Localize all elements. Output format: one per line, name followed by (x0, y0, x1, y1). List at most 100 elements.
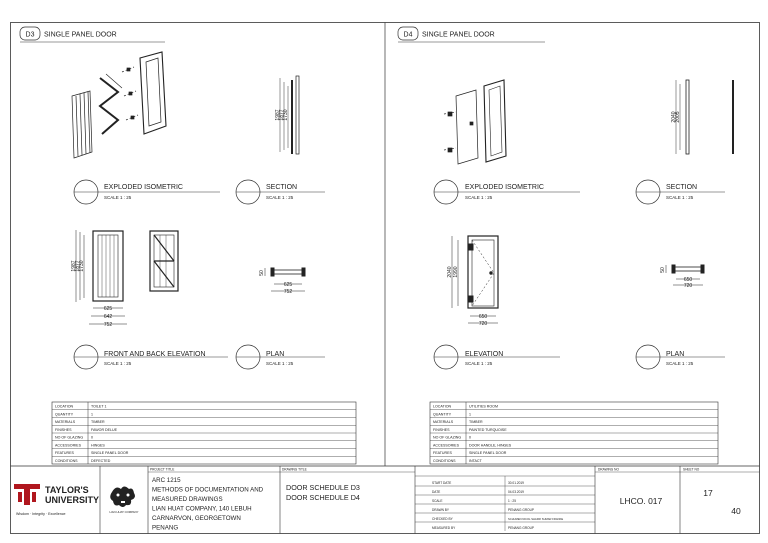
spec-value: UTILITIES ROOM (469, 405, 498, 409)
svg-text:SCALE 1 : 25: SCALE 1 : 25 (465, 361, 493, 366)
panel-title: SINGLE PANEL DOOR (44, 32, 117, 39)
svg-text:SCALE 1 : 25: SCALE 1 : 25 (465, 195, 493, 200)
university-crest-icon (14, 484, 40, 505)
svg-text:FRONT AND BACK ELEVATION: FRONT AND BACK ELEVATION (104, 351, 206, 358)
info-label: CHECKED BY (432, 517, 454, 521)
spec-label: QUANTITY (55, 412, 74, 416)
spec-value: TOILET 1 (91, 405, 106, 409)
spec-value: FAWOR DELUE (91, 428, 118, 432)
plan-drawing (665, 264, 705, 286)
panel-d3: D3 SINGLE PANEL DOOR (19, 26, 357, 465)
view-caption-plan: PLAN SCALE 1 : 25 (635, 344, 725, 370)
company-logo: LIAN HUAT COMPANY (109, 486, 139, 514)
svg-text:SCALE 1 : 25: SCALE 1 : 25 (666, 361, 694, 366)
svg-text:PLAN: PLAN (266, 351, 284, 358)
spec-label: FEATURES (55, 451, 75, 455)
view-caption-elevation: ELEVATION SCALE 1 : 25 (433, 344, 560, 370)
spec-label: CONDITIONS (55, 459, 78, 463)
spec-label: QUANTITY (433, 412, 452, 416)
info-value: 04.03.2019 (508, 490, 524, 494)
university-name-line1: TAYLOR'S (45, 485, 89, 495)
spec-table: LOCATION TOILET 1 QUANTITY 1 MATERIALS T… (51, 401, 357, 465)
spec-value: TIMBER (91, 420, 105, 424)
section-dim-1: 2040 (671, 111, 677, 122)
company-emblem-icon (110, 486, 135, 507)
plan-h-dim-2: 720 (684, 283, 693, 289)
svg-text:ELEVATION: ELEVATION (465, 351, 503, 358)
plan-v-dim: 50 (259, 270, 265, 276)
spec-value: 1 (91, 412, 93, 416)
panel-title: SINGLE PANEL DOOR (422, 32, 495, 39)
spec-label: ACCESSORIES (55, 443, 82, 447)
spec-label: CONDITIONS (433, 459, 456, 463)
spec-label: LOCATION (433, 405, 452, 409)
spec-label: NO OF GLAZING (55, 436, 83, 440)
exploded-isometric-drawing (71, 51, 167, 159)
view-caption-plan: PLAN SCALE 1 : 25 (235, 344, 325, 370)
svg-text:SECTION: SECTION (666, 184, 697, 191)
spec-value: 1 (469, 412, 471, 416)
university-tagline: Wisdom · Integrity · Excellence (16, 512, 66, 516)
spec-label: MATERIALS (433, 420, 454, 424)
info-value: PENANG GROUP (508, 526, 534, 530)
panel-id-badge (19, 26, 41, 41)
spec-value: DOOR HANDLE, HINGES (469, 443, 512, 447)
view-caption-exploded: EXPLODED ISOMETRIC SCALE 1 : 25 (433, 179, 580, 205)
elev-h-dim-1: 625 (104, 306, 113, 312)
view-caption-section: SECTION SCALE 1 : 25 (235, 179, 325, 205)
spec-value: 0 (91, 436, 93, 440)
panel-id-badge (397, 26, 419, 41)
elev-v-dim-3: 1730 (79, 260, 85, 271)
drawing-title-line: DOOR SCHEDULE D4 (286, 493, 360, 502)
section-dim-3: 1730 (283, 109, 289, 120)
university-logo: TAYLOR'S UNIVERSITY Wisdom · Integrity ·… (14, 484, 99, 516)
elev-h-dim-2: 642 (104, 314, 113, 320)
sheet-no: 17 (703, 488, 713, 498)
plan-h-dim-1: 625 (284, 282, 293, 288)
spec-label: LOCATION (55, 405, 74, 409)
section-dim-2: 1877 (279, 109, 285, 120)
panel-d4: D4 SINGLE PANEL DOOR 2040 2005 EXPLOD (397, 26, 734, 465)
project-title-line: LIAN HUAT COMPANY, 140 LEBUH (152, 506, 252, 513)
section-dim-1: 1987 (275, 109, 281, 120)
svg-text:PLAN: PLAN (666, 351, 684, 358)
info-value: 1 : 25 (508, 499, 516, 503)
svg-text:SECTION: SECTION (266, 184, 297, 191)
svg-text:EXPLODED ISOMETRIC: EXPLODED ISOMETRIC (465, 184, 544, 191)
svg-text:SCALE 1 : 25: SCALE 1 : 25 (266, 361, 294, 366)
company-logo-text: LIAN HUAT COMPANY (109, 510, 138, 514)
spec-value: TIMBER (469, 420, 483, 424)
spec-label: FEATURES (433, 451, 453, 455)
back-elevation-drawing (149, 230, 179, 292)
elev-h-dim-1: 650 (479, 314, 488, 320)
svg-text:SCALE 1 : 25: SCALE 1 : 25 (104, 361, 132, 366)
plan-v-dim: 50 (660, 267, 666, 273)
drawing-no: LHCO. 017 (620, 496, 663, 506)
plan-h-dim-2: 752 (284, 289, 293, 295)
sheet-total: 40 (731, 506, 741, 516)
drawing-no-label: DRAWING NO (598, 468, 619, 472)
elev-h-dim-2: 720 (479, 321, 488, 327)
project-title-line: METHODS OF DOCUMENTATION AND (152, 487, 264, 494)
spec-value: 0 (469, 436, 471, 440)
info-value: 30.01.2019 (508, 481, 524, 485)
spec-value: PAINTED TURQUOISE (469, 428, 507, 432)
info-label: DATE (432, 490, 440, 494)
elev-h-dim-3: 752 (104, 322, 113, 328)
sheet-no-label: SHEET NO (683, 468, 700, 472)
project-title-label: PROJECT TITLE (150, 468, 174, 472)
project-title-line: MEASURED DRAWINGS (152, 496, 223, 503)
info-label: DRAWN BY (432, 508, 450, 512)
spec-label: NO OF GLAZING (433, 436, 461, 440)
spec-value: SINGLE PANEL DOOR (469, 451, 507, 455)
spec-label: FINISHES (433, 428, 450, 432)
drawing-title-label: DRAWING TITLE (282, 468, 307, 472)
section-drawing: 2040 2005 (671, 79, 734, 155)
spec-value: HINGES (91, 443, 105, 447)
view-caption-elevation: FRONT AND BACK ELEVATION SCALE 1 : 25 (73, 344, 228, 370)
front-elevation-drawing (75, 230, 127, 325)
title-block: TAYLOR'S UNIVERSITY Wisdom · Integrity ·… (14, 466, 760, 534)
svg-text:SCALE 1 : 25: SCALE 1 : 25 (104, 195, 132, 200)
drawing-title-line: DOOR SCHEDULE D3 (286, 483, 360, 492)
info-value: PENANG GROUP (508, 508, 534, 512)
